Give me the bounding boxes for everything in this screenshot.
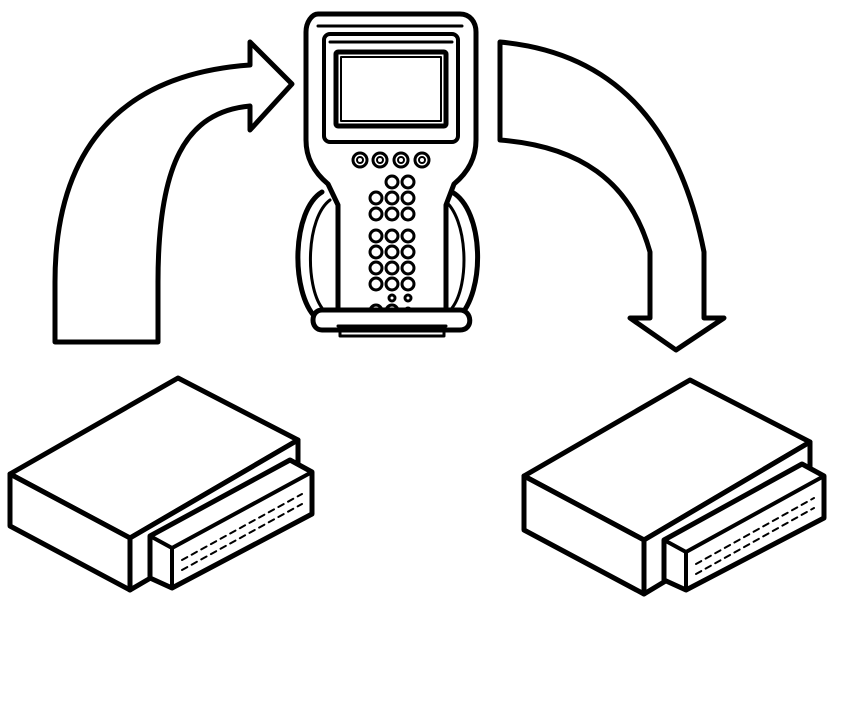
keypad bbox=[368, 174, 416, 319]
control-module-right bbox=[521, 377, 827, 597]
upload-arrow bbox=[52, 39, 295, 345]
control-module-left bbox=[7, 375, 315, 593]
download-arrow bbox=[497, 39, 727, 353]
scan-tool bbox=[295, 11, 481, 338]
function-keys bbox=[351, 151, 431, 169]
